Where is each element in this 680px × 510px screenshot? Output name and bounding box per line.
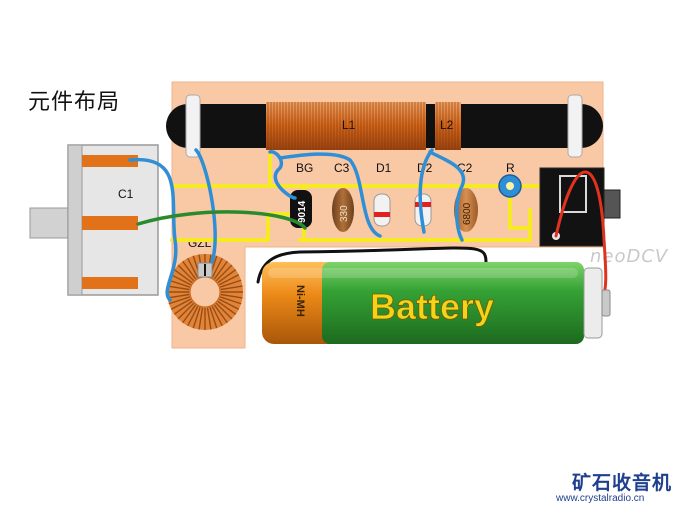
label-l2: L2	[440, 118, 454, 132]
label-c1: C1	[118, 187, 134, 201]
c3-marking: 330	[339, 205, 350, 222]
resistor-r	[498, 174, 522, 198]
label-r: R	[506, 161, 515, 175]
audio-jack	[539, 167, 621, 247]
label-bg: BG	[296, 161, 313, 175]
footer-brand: 矿石收音机	[572, 472, 673, 494]
label-l1: L1	[342, 118, 356, 132]
capacitor-c3: 330	[332, 188, 354, 232]
page-title: 元件布局	[28, 90, 121, 115]
label-d1: D1	[376, 161, 392, 175]
toroid-gzl	[167, 254, 243, 330]
watermark: neoDCV	[590, 246, 669, 267]
diode-d1	[373, 193, 391, 227]
footer-url: www.crystalradio.cn	[556, 493, 645, 504]
battery-label: Battery	[370, 286, 494, 327]
label-c3: C3	[334, 161, 350, 175]
black-wire	[256, 246, 488, 284]
battery-chemistry: Ni-MH	[294, 285, 306, 317]
c2-marking: 6800	[462, 202, 473, 225]
red-wire	[554, 170, 608, 302]
blue-wires	[128, 148, 466, 302]
transistor-marking: 9014	[297, 200, 308, 223]
coil-l1	[266, 102, 426, 150]
coil-l2	[435, 102, 461, 150]
green-wire	[136, 210, 307, 230]
capacitor-c2: 6800	[454, 188, 478, 232]
variable-capacitor-c1	[29, 144, 159, 296]
battery	[262, 262, 611, 344]
